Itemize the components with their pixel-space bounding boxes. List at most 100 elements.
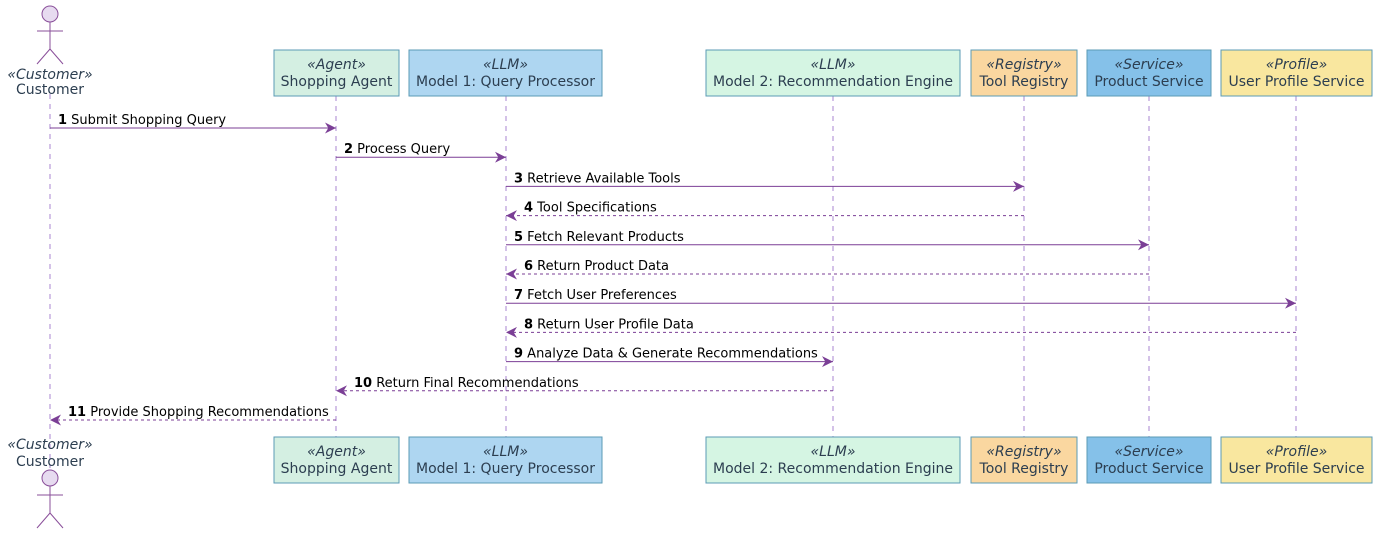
message-text: Fetch Relevant Products — [523, 230, 684, 245]
message-label: 8 Return User Profile Data — [524, 317, 694, 332]
participant-bottom: «Profile»User Profile Service — [1220, 436, 1373, 484]
participant-top: «LLM»Model 2: Recommendation Engine — [705, 49, 961, 97]
message-label: 7 Fetch User Preferences — [514, 288, 677, 303]
message-text: Return Product Data — [533, 259, 669, 274]
message-text: Submit Shopping Query — [67, 113, 226, 128]
participant-box — [1086, 436, 1212, 484]
participant-box — [705, 49, 961, 97]
message-9: 9 Analyze Data & Generate Recommendation… — [506, 347, 833, 368]
message-number: 3 — [514, 171, 523, 186]
participant-box — [1220, 436, 1373, 484]
message-2: 2 Process Query — [336, 142, 506, 163]
message-text: Process Query — [353, 142, 450, 157]
message-number: 4 — [524, 201, 533, 216]
participant-name: User Profile Service — [1228, 461, 1364, 477]
participant-box — [970, 436, 1078, 484]
participant-stereotype: «LLM» — [483, 57, 528, 73]
message-number: 6 — [524, 259, 533, 274]
participant-name: Model 2: Recommendation Engine — [713, 74, 953, 90]
participant-stereotype: «Profile» — [1266, 444, 1328, 460]
message-text: Provide Shopping Recommendations — [86, 405, 329, 420]
participant-box — [273, 49, 400, 97]
participant-box — [1086, 49, 1212, 97]
participant-box — [970, 49, 1078, 97]
actor-name: Customer — [16, 454, 84, 470]
participant-box — [1220, 49, 1373, 97]
participant-name: User Profile Service — [1228, 74, 1364, 90]
actor-stereotype: «Customer» — [7, 437, 92, 453]
participant-stereotype: «Registry» — [986, 444, 1061, 460]
participant-top: «Service»Product Service — [1086, 49, 1212, 97]
participant-name: Product Service — [1094, 461, 1203, 477]
message-number: 11 — [68, 405, 86, 420]
message-text: Tool Specifications — [533, 201, 657, 216]
actor-stereotype: «Customer» — [7, 67, 92, 83]
participant-name: Model 2: Recommendation Engine — [713, 461, 953, 477]
message-label: 10 Return Final Recommendations — [354, 376, 579, 391]
participant-name: Model 1: Query Processor — [416, 74, 595, 90]
message-5: 5 Fetch Relevant Products — [506, 230, 1149, 251]
participant-stereotype: «Profile» — [1266, 57, 1328, 73]
participant-stereotype: «Agent» — [307, 57, 366, 73]
participant-stereotype: «Agent» — [307, 444, 366, 460]
participant-top: «LLM»Model 1: Query Processor — [408, 49, 603, 97]
message-number: 1 — [58, 113, 67, 128]
participant-top: «Agent»Shopping Agent — [273, 49, 400, 97]
message-1: 1 Submit Shopping Query — [50, 113, 336, 134]
message-number: 2 — [344, 142, 353, 157]
message-text: Return User Profile Data — [533, 317, 694, 332]
actor-name: Customer — [16, 82, 84, 98]
message-number: 5 — [514, 230, 523, 245]
actor-icon — [36, 5, 64, 65]
participant-name: Tool Registry — [979, 461, 1069, 477]
message-4: 4 Tool Specifications — [506, 201, 1024, 222]
participant-stereotype: «LLM» — [811, 57, 856, 73]
message-label: 5 Fetch Relevant Products — [514, 230, 684, 245]
participant-stereotype: «Service» — [1114, 444, 1183, 460]
message-label: 4 Tool Specifications — [524, 201, 657, 216]
participant-name: Shopping Agent — [281, 74, 393, 90]
participant-bottom: «Service»Product Service — [1086, 436, 1212, 484]
participant-box — [408, 436, 603, 484]
message-text: Retrieve Available Tools — [523, 171, 681, 186]
participant-name: Shopping Agent — [281, 461, 393, 477]
participant-bottom: «Agent»Shopping Agent — [273, 436, 400, 484]
message-text: Analyze Data & Generate Recommendations — [523, 347, 818, 362]
message-number: 9 — [514, 347, 523, 362]
participant-box — [408, 49, 603, 97]
participant-box — [705, 436, 961, 484]
message-number: 7 — [514, 288, 523, 303]
message-label: 1 Submit Shopping Query — [58, 113, 226, 128]
message-label: 3 Retrieve Available Tools — [514, 171, 681, 186]
actor-customer — [36, 469, 64, 529]
participant-stereotype: «Service» — [1114, 57, 1183, 73]
participant-top: «Registry»Tool Registry — [970, 49, 1078, 97]
message-label: 11 Provide Shopping Recommendations — [68, 405, 329, 420]
message-7: 7 Fetch User Preferences — [506, 288, 1296, 309]
participant-box — [273, 436, 400, 484]
message-text: Fetch User Preferences — [523, 288, 677, 303]
message-6: 6 Return Product Data — [506, 259, 1149, 280]
participant-top: «Profile»User Profile Service — [1220, 49, 1373, 97]
participant-bottom: «LLM»Model 1: Query Processor — [408, 436, 603, 484]
participant-bottom: «Registry»Tool Registry — [970, 436, 1078, 484]
message-text: Return Final Recommendations — [372, 376, 579, 391]
message-number: 8 — [524, 317, 533, 332]
participant-stereotype: «LLM» — [483, 444, 528, 460]
participant-stereotype: «LLM» — [811, 444, 856, 460]
message-label: 6 Return Product Data — [524, 259, 669, 274]
participant-name: Product Service — [1094, 74, 1203, 90]
message-3: 3 Retrieve Available Tools — [506, 171, 1024, 192]
message-8: 8 Return User Profile Data — [506, 317, 1296, 338]
participant-bottom: «LLM»Model 2: Recommendation Engine — [705, 436, 961, 484]
participant-stereotype: «Registry» — [986, 57, 1061, 73]
message-11: 11 Provide Shopping Recommendations — [50, 405, 336, 426]
message-label: 2 Process Query — [344, 142, 450, 157]
message-number: 10 — [354, 376, 372, 391]
participant-name: Tool Registry — [979, 74, 1069, 90]
actor-customer — [36, 5, 64, 65]
message-label: 9 Analyze Data & Generate Recommendation… — [514, 347, 818, 362]
message-10: 10 Return Final Recommendations — [336, 376, 833, 397]
actor-icon — [36, 469, 64, 529]
